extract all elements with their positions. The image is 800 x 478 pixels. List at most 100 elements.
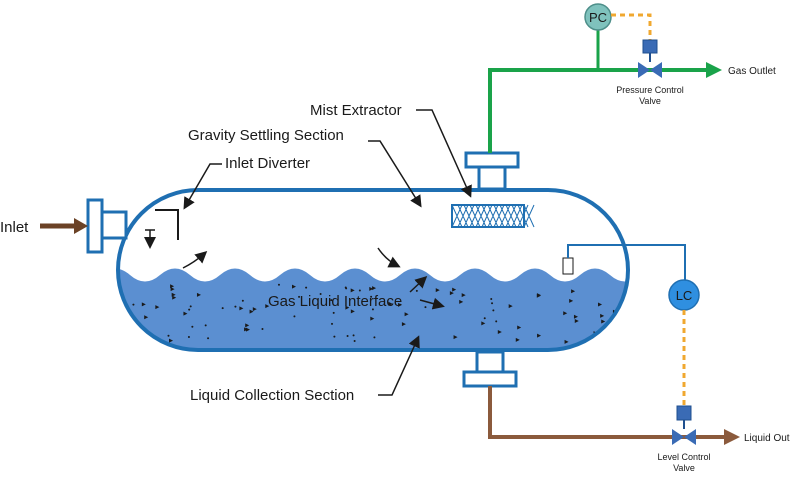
liquid-particle: [372, 286, 377, 291]
liquid-particle: [170, 284, 175, 289]
gas-outlet-nozzle: [464, 151, 520, 191]
liquid-particle: [614, 320, 617, 323]
liquid-particle: [452, 287, 457, 292]
liquid-particle: [483, 317, 486, 320]
liquid-body: [118, 268, 628, 350]
liquid-particle: [398, 302, 403, 307]
pressure-controller: [584, 3, 612, 31]
liquid-particle: [571, 289, 576, 294]
liquid-particle: [241, 299, 244, 302]
liquid-particle: [449, 291, 454, 296]
liquid-particle: [305, 286, 308, 289]
liquid-particle: [490, 298, 493, 301]
liquid-particle: [144, 315, 149, 320]
liquid-particle: [435, 288, 440, 293]
inlet-diverter-label: Inlet Diverter: [225, 155, 310, 172]
liquid-particle: [252, 307, 257, 312]
liquid-particle: [141, 302, 146, 307]
flow-arrow: [182, 250, 208, 269]
liquid-particle: [600, 313, 605, 318]
liquid-particle: [132, 303, 135, 306]
pc-label: PC: [589, 10, 607, 25]
liquid-particle: [172, 295, 177, 300]
liquid-outlet-nozzle: [462, 350, 518, 388]
liquid-particle: [169, 338, 174, 343]
liquid-particle: [497, 329, 502, 334]
level-control-valve-label: Level Control: [657, 452, 710, 462]
liquid-particle: [244, 327, 249, 332]
liquid-particle: [155, 305, 160, 310]
liquid-particle: [404, 312, 409, 317]
liquid-particle: [345, 305, 350, 310]
liquid-particle: [573, 314, 578, 319]
liquid-particle: [601, 319, 606, 324]
liquid-particle: [371, 308, 374, 311]
liquid-particle: [331, 322, 334, 325]
level-sensor: [562, 244, 686, 280]
liquid-particle: [461, 293, 466, 298]
liquid-particle: [171, 292, 176, 297]
liquid-particle: [537, 333, 542, 338]
liquid-particle: [333, 335, 336, 338]
liquid-particle: [369, 286, 374, 291]
liquid-particle: [188, 308, 191, 311]
separator-vessel: [116, 188, 630, 352]
liquid-particle: [415, 289, 418, 292]
pressure-control-valve-label-2: Valve: [639, 96, 661, 106]
liquid-particle: [491, 302, 494, 305]
liquid-particle: [170, 287, 175, 292]
liquid-particle: [239, 306, 244, 311]
liquid-particle: [346, 334, 349, 337]
liquid-particle: [187, 335, 190, 338]
liquid-particle: [249, 309, 254, 314]
liquid-particle: [564, 339, 569, 344]
liquid-particle: [204, 324, 207, 327]
liquid-particle: [330, 299, 333, 302]
liquid-particle: [453, 335, 458, 340]
liquid-particle: [388, 301, 393, 306]
inlet-diverter: [155, 209, 179, 240]
pressure-control-valve: [638, 39, 662, 78]
liquid-particle: [459, 299, 464, 304]
liquid-particle: [350, 288, 355, 293]
liquid-particle: [134, 328, 139, 333]
liquid-particle: [603, 337, 606, 340]
liquid-particle: [293, 315, 296, 318]
liquid-particle: [191, 325, 194, 328]
liquid-particle: [265, 304, 270, 309]
gas-liquid-interface-label: Gas Liquid Interface: [268, 293, 402, 310]
liquid-particle: [508, 304, 513, 309]
liquid-particle: [517, 325, 522, 330]
liquid-particle: [245, 327, 250, 332]
liquid-particle: [353, 340, 356, 343]
liquid-particle: [563, 311, 568, 316]
liquid-particle: [277, 283, 280, 286]
liquid-particle: [196, 292, 201, 297]
liquid-particle: [352, 334, 355, 337]
pressure-control-valve-label: Pressure Control: [616, 85, 684, 95]
gas-line: [488, 68, 708, 153]
liquid-particle: [598, 302, 603, 307]
liquid-out-line: [488, 386, 728, 439]
liquid-particle: [207, 337, 210, 340]
liquid-particle: [183, 311, 188, 316]
liquid-particle: [401, 322, 406, 327]
liquid-particle: [221, 307, 224, 310]
liquid-particle: [481, 321, 486, 326]
liquid-particle: [319, 293, 322, 296]
liquid-particle: [536, 293, 541, 298]
level-control-valve: [672, 405, 696, 445]
liquid-collection-label: Liquid Collection Section: [190, 387, 354, 404]
liquid-particle: [358, 289, 361, 292]
liquid-particle: [167, 334, 170, 337]
liquid-particle: [350, 309, 355, 314]
liquid-particle: [234, 305, 237, 308]
gas-outlet-label: Gas Outlet: [728, 66, 776, 77]
lc-label: LC: [676, 288, 693, 303]
pressure-signal-line: [611, 13, 652, 40]
liquid-particle: [332, 311, 335, 314]
liquid-particle: [245, 323, 250, 328]
liquid-particle: [492, 309, 495, 312]
